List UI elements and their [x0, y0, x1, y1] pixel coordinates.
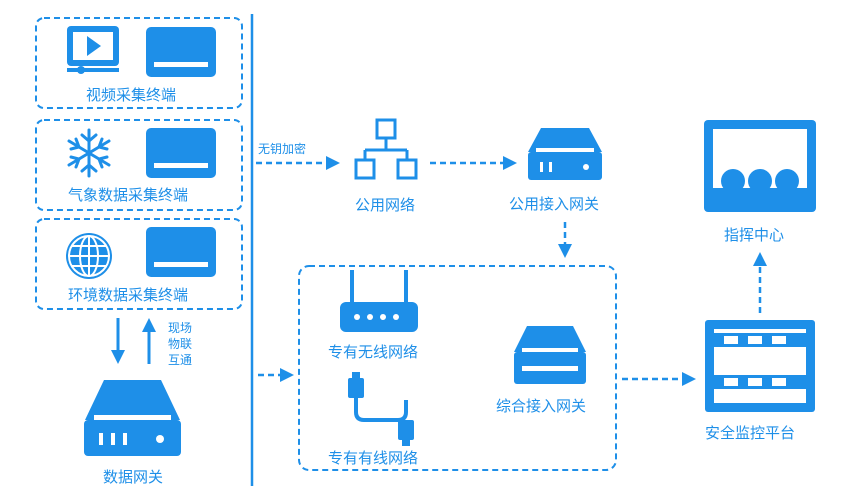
public-gateway-icon — [528, 128, 602, 180]
command-center-icon — [704, 120, 816, 212]
private-wired-label: 专有有线网络 — [328, 449, 419, 467]
private-wireless-label: 专有无线网络 — [328, 343, 419, 361]
iot-text-line: 现场 — [168, 321, 193, 335]
video-terminal-server-icon — [146, 27, 216, 77]
environment-terminal-label: 环境数据采集终端 — [68, 286, 189, 304]
globe-icon — [66, 233, 112, 279]
iot-interop-text: 现场 物联 互通 — [168, 320, 198, 368]
integrated-gateway-icon — [514, 326, 586, 384]
video-terminal-box — [35, 17, 243, 109]
wireless-router-icon — [340, 270, 418, 332]
monitoring-platform-icon — [705, 320, 815, 412]
network-hierarchy-icon — [354, 118, 418, 180]
environment-terminal-server-icon — [146, 227, 216, 277]
cable-icon — [348, 372, 414, 446]
weather-terminal-label: 气象数据采集终端 — [68, 186, 189, 204]
environment-terminal-box — [35, 218, 243, 310]
encryption-label: 无钥加密 — [258, 142, 307, 156]
snowflake-icon — [67, 128, 111, 178]
command-center-label: 指挥中心 — [724, 226, 785, 244]
video-play-icon — [67, 26, 119, 74]
integrated-gateway-label: 综合接入网关 — [496, 397, 587, 415]
monitoring-platform-label: 安全监控平台 — [705, 424, 796, 442]
weather-terminal-box — [35, 119, 243, 211]
public-network-label: 公用网络 — [355, 196, 416, 214]
iot-text-line: 物联 — [168, 337, 193, 351]
weather-terminal-server-icon — [146, 128, 216, 178]
data-gateway-label: 数据网关 — [103, 468, 164, 486]
video-terminal-label: 视频采集终端 — [86, 86, 177, 104]
public-gateway-label: 公用接入网关 — [509, 195, 600, 213]
data-gateway-icon — [84, 380, 181, 456]
iot-text-line: 互通 — [168, 353, 193, 367]
private-network-box — [298, 265, 617, 471]
